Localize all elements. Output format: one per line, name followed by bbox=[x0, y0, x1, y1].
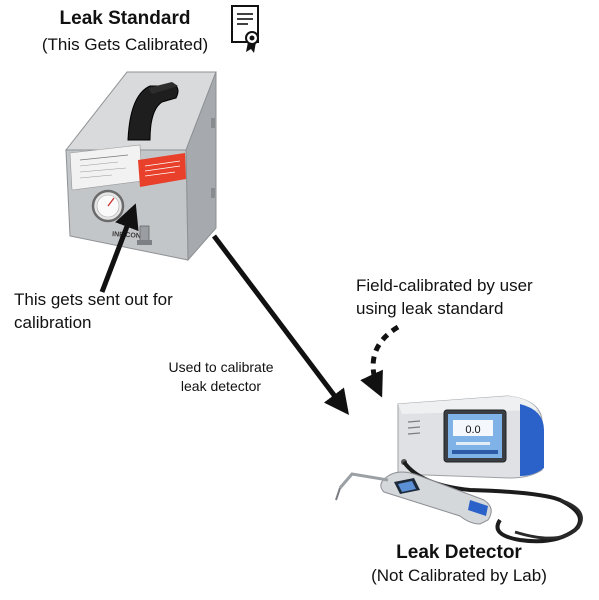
arrow-field-calibrated bbox=[360, 324, 400, 398]
leak-detector-title: Leak Detector bbox=[396, 542, 522, 563]
brand-logo: INFICON bbox=[112, 231, 141, 240]
label-field-calibrated: Field-calibrated by user using leak stan… bbox=[356, 276, 533, 318]
label-sent-out: This gets sent out for calibration bbox=[14, 290, 173, 332]
leak-standard-subtitle: (This Gets Calibrated) bbox=[41, 35, 209, 54]
certificate-icon bbox=[231, 5, 259, 53]
detector-screen-value: 0.0 bbox=[465, 424, 480, 436]
label-used-to-calibrate: Used to calibrate leak detector bbox=[168, 359, 274, 394]
arrow-sent-out bbox=[99, 203, 139, 293]
arrow-standard-to-detector bbox=[212, 234, 350, 415]
leak-standard-title: Leak Standard bbox=[59, 8, 191, 29]
leak-detector-subtitle: (Not Calibrated by Lab) bbox=[371, 566, 547, 585]
warning-label bbox=[138, 153, 186, 187]
